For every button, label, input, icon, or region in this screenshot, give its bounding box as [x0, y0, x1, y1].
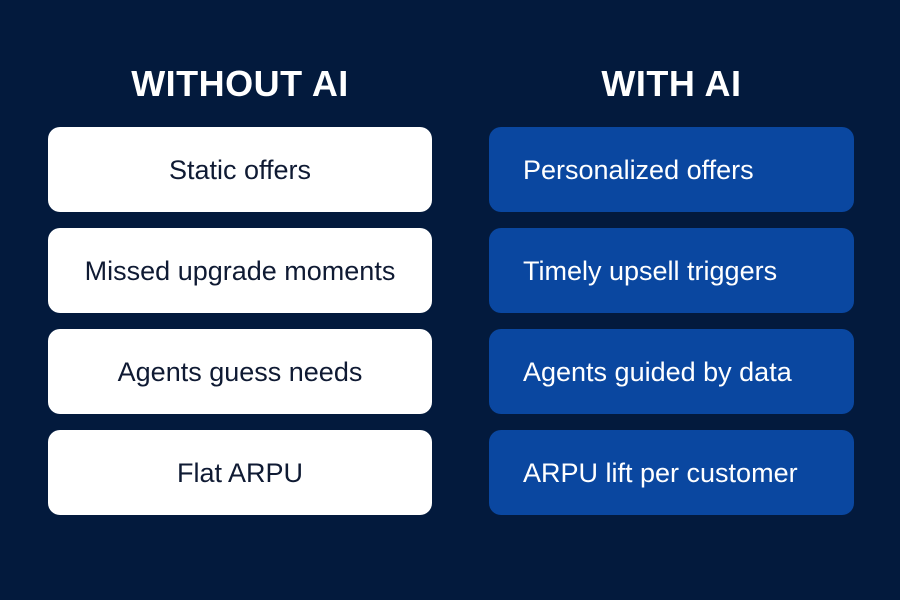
with-ai-card-timely-upsell-triggers: Timely upsell triggers [489, 228, 854, 313]
without-ai-card-missed-upgrade-moments: Missed upgrade moments [48, 228, 432, 313]
card-label: Timely upsell triggers [523, 255, 778, 286]
card-label: Flat ARPU [176, 457, 304, 488]
with-ai-card-personalized-offers: Personalized offers [489, 127, 854, 212]
with-ai-heading: WITH AI [601, 63, 742, 104]
card-label: ARPU lift per customer [523, 457, 798, 488]
with-ai-card-arpu-lift-per-customer: ARPU lift per customer [489, 430, 854, 515]
card-label: Personalized offers [523, 154, 754, 185]
card-label: Static offers [168, 154, 312, 185]
card-label: Missed upgrade moments [84, 255, 396, 286]
card-label: Agents guided by data [523, 356, 792, 387]
with-ai-card-agents-guided-by-data: Agents guided by data [489, 329, 854, 414]
without-ai-card-static-offers: Static offers [48, 127, 432, 212]
without-ai-card-flat-arpu: Flat ARPU [48, 430, 432, 515]
without-ai-heading: WITHOUT AI [131, 63, 349, 104]
without-ai-card-agents-guess-needs: Agents guess needs [48, 329, 432, 414]
card-label: Agents guess needs [117, 356, 363, 387]
